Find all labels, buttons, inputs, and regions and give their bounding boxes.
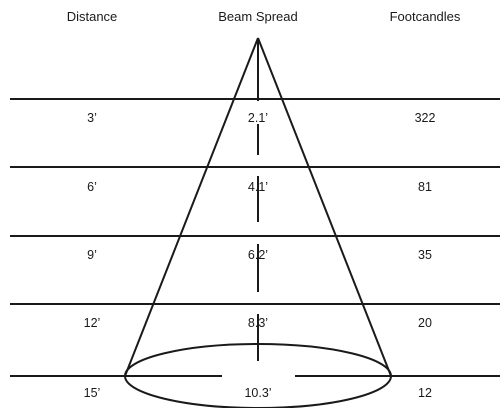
row-12: 12’ 8.3’ 20	[84, 316, 432, 330]
distance-value: 3’	[87, 111, 97, 125]
row-6: 6’ 4.1’ 81	[87, 180, 432, 194]
footcandles-value: 20	[418, 316, 432, 330]
header-distance: Distance	[67, 9, 118, 24]
beam-spread-value: 6.2’	[248, 248, 268, 262]
footcandles-value: 81	[418, 180, 432, 194]
footcandles-value: 35	[418, 248, 432, 262]
cone-right-edge	[257, 37, 392, 377]
beam-spread-value: 2.1’	[248, 111, 268, 125]
row-9: 9’ 6.2’ 35	[87, 248, 432, 262]
distance-value: 6’	[87, 180, 97, 194]
header-beam-spread: Beam Spread	[218, 9, 298, 24]
distance-value: 9’	[87, 248, 97, 262]
beam-spread-value: 4.1’	[248, 180, 268, 194]
distance-value: 15’	[84, 386, 101, 400]
row-3: 3’ 2.1’ 322	[87, 111, 435, 125]
footcandles-value: 322	[415, 111, 436, 125]
beam-spread-value: 8.3’	[248, 316, 268, 330]
header-footcandles: Footcandles	[390, 9, 461, 24]
footcandles-value: 12	[418, 386, 432, 400]
distance-lines	[10, 98, 500, 377]
cone-left-edge	[124, 37, 259, 377]
row-15: 15’ 10.3’ 12	[84, 386, 432, 400]
beam-spread-value: 10.3’	[244, 386, 271, 400]
distance-value: 12’	[84, 316, 101, 330]
